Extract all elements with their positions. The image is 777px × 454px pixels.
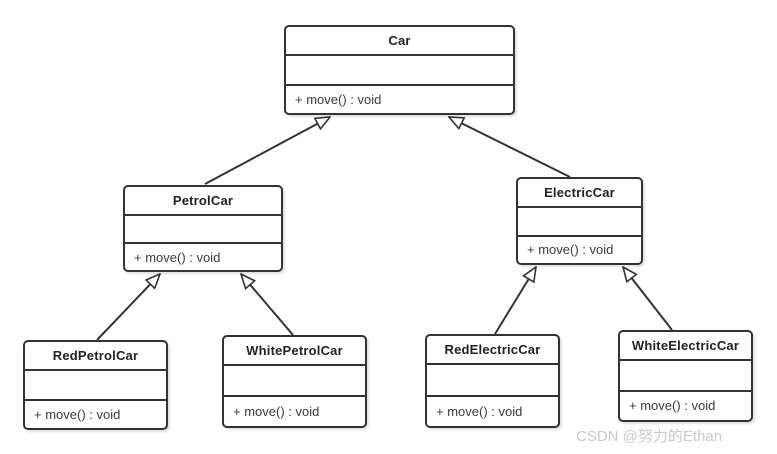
class-attributes-compartment [286,54,513,84]
method-label: + move() : void [34,406,121,422]
class-methods-compartment: + move() : void [286,83,513,114]
method-label: + move() : void [436,403,523,419]
class-methods-compartment: + move() : void [25,398,166,429]
csdn-watermark: CSDN @努力的Ethan [576,428,723,445]
class-name: Car [388,33,411,48]
class-box-whiteelectriccar[interactable]: WhiteElectricCar + move() : void [618,330,753,422]
method-label: + move() : void [629,398,716,414]
class-box-electriccar[interactable]: ElectricCar + move() : void [516,177,643,265]
method-label: + move() : void [527,242,614,258]
class-name: ElectricCar [544,185,615,200]
class-attributes-compartment [25,369,166,399]
class-methods-compartment: + move() : void [125,242,281,270]
generalization-whiteelectriccar-to-electriccar [623,267,673,331]
generalization-electriccar-to-car [449,117,571,178]
method-label: + move() : void [134,249,221,265]
class-attributes-compartment [125,214,281,242]
generalization-redpetrolcar-to-petrolcar [96,274,160,341]
class-box-whitepetrolcar[interactable]: WhitePetrolCar + move() : void [222,335,367,428]
class-methods-compartment: + move() : void [224,395,365,426]
class-methods-compartment: + move() : void [620,389,751,421]
class-methods-compartment: + move() : void [427,394,558,427]
method-label: + move() : void [295,91,382,107]
class-attributes-compartment [518,206,641,235]
method-label: + move() : void [233,404,320,419]
class-attributes-compartment [427,363,558,395]
class-box-car[interactable]: Car + move() : void [284,25,515,115]
class-name: RedElectricCar [444,342,541,357]
class-attributes-compartment [620,359,751,390]
class-attributes-compartment [224,364,365,395]
class-box-redpetrolcar[interactable]: RedPetrolCar + move() : void [23,340,168,430]
class-box-petrolcar[interactable]: PetrolCar + move() : void [123,185,283,272]
class-name: WhitePetrolCar [246,343,343,358]
generalization-whitepetrolcar-to-petrolcar [241,274,294,336]
class-box-redelectriccar[interactable]: RedElectricCar + move() : void [425,334,560,428]
class-name: RedPetrolCar [52,348,139,363]
class-name: PetrolCar [172,193,234,208]
class-name: WhiteElectricCar [631,338,740,353]
generalization-redelectriccar-to-electriccar [494,267,536,335]
class-methods-compartment: + move() : void [518,234,641,264]
generalization-petrolcar-to-car [204,117,330,185]
